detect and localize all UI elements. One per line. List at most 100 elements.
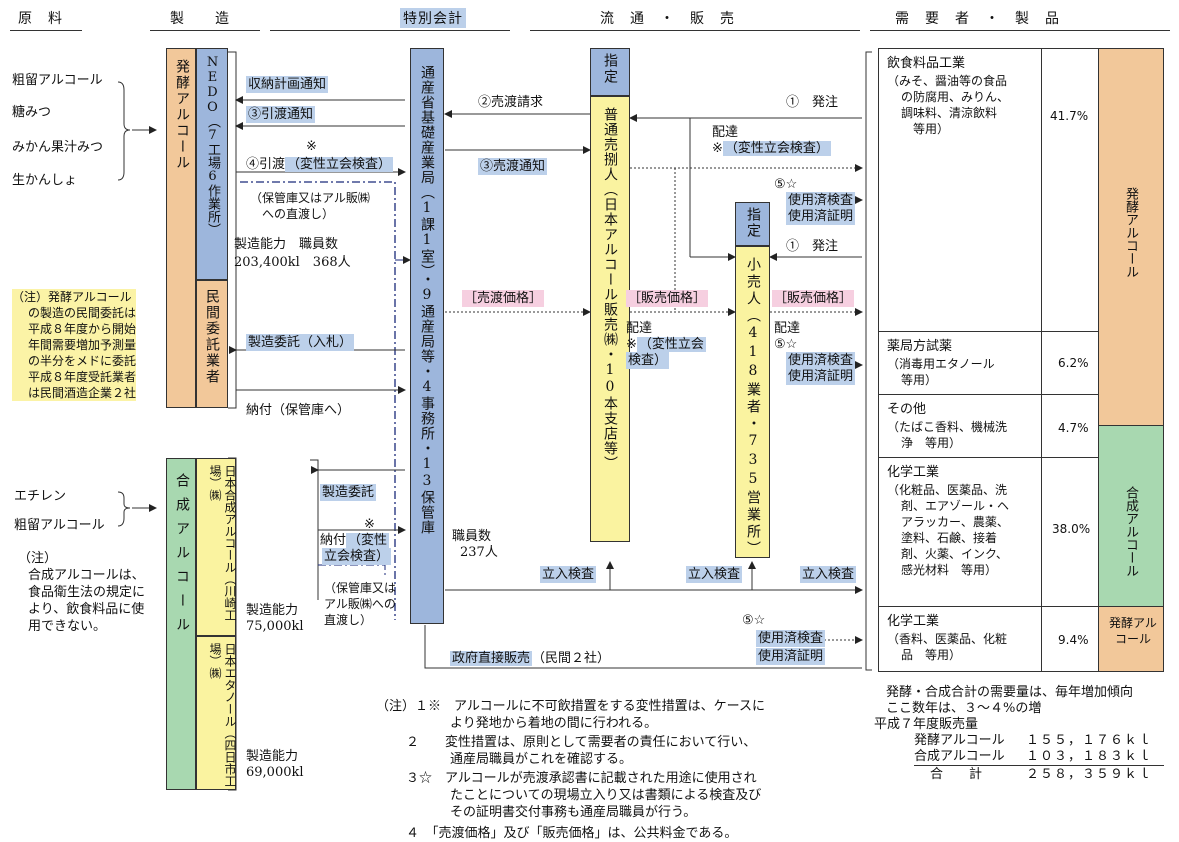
nedo-capacity-value: 203,400kl 368人 [234,255,351,270]
ferment-box: 発酵アルコール [166,48,196,408]
used-cert-b: 使用済証明 [786,368,856,385]
inspect-label-1: 立入検査 [540,566,597,583]
demand-pct-chem2: 9.4% [1041,606,1099,672]
header-rule [530,30,860,31]
use5-a: ⑤☆ [774,177,798,192]
side-label-ferment-2: 発酵アルコール [1098,606,1164,672]
direct-label-5: 直渡し） [324,613,373,627]
minkan-box: 民間委託業者 [196,280,228,408]
raw-item: みかん果汁みつ [12,140,104,155]
summary-row-value: １５５，１７６ｋｌ [1026,733,1153,748]
nedo-box: NEDO（7工場6作業所） [196,48,228,280]
order-label-1: ① 発注 [786,95,839,110]
summary-row-label: 発酵アルコール [914,733,1005,748]
demand-pct-chem: 38.0% [1041,457,1099,607]
receipt-notice-label: 収納計画通知 [246,76,329,93]
direct-label-1: （保管庫又はアル販㈱ [250,191,370,205]
header-rule [870,30,1170,31]
inspect-label-2: 立入検査 [686,566,743,583]
retail-box: 小売人（418業者・735営業所） [735,246,770,558]
sell-request-label: ②売渡請求 [478,95,544,110]
handover-notice-label: ③引渡通知 [246,106,316,123]
yokkaichi-capacity-value: 69,000kl [246,765,304,780]
nedo-capacity-label: 製造能力 職員数 [234,237,339,252]
left-note: （注）発酵アルコール の製造の民間委託は 平成８年度から開始 年間需要増加予測量… [12,289,137,401]
side-label-ferment: 発酵アルコール [1098,48,1164,426]
used-cert-c: 使用済証明 [756,648,826,665]
inspect-label-3: 立入検査 [800,566,857,583]
summary-row-label: 合 計 [930,767,983,782]
wholesale-box: 普通売捌人（日本アルコール販売㈱・10本支店等） [590,96,630,542]
used-inspect-b: 使用済検査 [786,352,856,369]
yokkaichi-capacity-label: 製造能力 [246,749,299,764]
demand-row-pharma: 薬局方試薬 （消毒用エタノール 等用） [878,331,1042,395]
synth-box: 合成アルコール [166,458,196,790]
sale-price-label-1: ［販売価格］ [626,290,709,307]
side-label-synth: 合成アルコール [1098,425,1164,607]
header-special: 特別会計 [400,8,466,28]
sale-price-label-2: ［販売価格］ [772,290,855,307]
delivery-label-2: 配達 [626,321,653,336]
use5-c: ⑤☆ [742,613,766,628]
kawasaki-box: 日本合成アルコール（川崎工場）㈱ [196,458,237,636]
yokkaichi-box: 日本エタノール（四日市工場）㈱ [196,636,237,790]
denature-c-label: ※（変性立会 [626,337,706,352]
denature-c-label-2: 検査） [626,352,670,369]
kawasaki-capacity-value: 75,000kl [246,619,304,634]
direct-label-3: （保管庫又は [324,581,397,595]
synth-note: （注） 合成アルコールは、 食品衛生法の規定に より、飲食料品に使 用できない。 [18,551,146,634]
denature-b-label: ※（変性立会検査） [712,141,831,156]
summary-line-3: 平成７年度販売量 [874,717,979,732]
summary-line-2: ここ数年は、３～４%の増 [886,701,1042,716]
summary-line-1: 発酵・合成合計の需要量は、毎年増加傾向 [886,685,1134,700]
summary-row-value: ２５８，３５９ｋｌ [1026,767,1153,782]
header-rule [10,30,82,31]
used-inspect-c: 使用済検査 [756,630,826,647]
demand-pct-other: 4.7% [1041,394,1099,458]
summary-rule [914,765,1164,766]
miti-staff-label: 職員数 [452,529,492,544]
miti-box: 通産省基礎産業局（1課1室）・9通産局等・4事務所・13保管庫 [410,48,444,624]
delivery-label-1: 配達 [712,125,739,140]
miti-staff-value: 237人 [460,545,498,560]
kawasaki-capacity-label: 製造能力 [246,603,299,618]
summary-row-label: 合成アルコール [914,749,1005,764]
designated-wholesale-box: 指定 [590,48,630,96]
use5-b: ⑤☆ [774,337,798,352]
header-dist: 流 通 ・ 販 売 [600,11,735,27]
raw-item: 粗留アルコール [12,73,103,88]
used-inspect-a: 使用済検査 [786,192,856,209]
header-demand: 需 要 者 ・ 製 品 [895,11,1060,27]
header-mfg: 製 造 [170,11,230,27]
deliver-store-label: 納付（保管庫へ） [246,403,351,418]
raw-item: 粗留アルコール [14,518,105,533]
direct-label-2: への直渡し） [262,207,335,221]
demand-pct-pharma: 6.2% [1041,331,1099,395]
demand-row-chem2: 化学工業 （香料、医薬品、化粧 品 等用） [878,606,1042,672]
header-rule [150,30,260,31]
demand-pct-food: 41.7% [1041,48,1099,332]
mark-d: ※ [364,517,375,532]
used-cert-a: 使用済証明 [786,208,856,225]
handover-label: ④引渡（変性立会検査） [246,157,394,172]
raw-item: エチレン [14,489,67,504]
demand-row-food: 飲食料品工業 （みそ、醤油等の食品 の防腐用、みりん、 調味料、清涼飲料 等用） [878,48,1042,332]
direct-label-4: アル販㈱への [324,597,396,611]
mfg-contract-label: 製造委託（入札） [246,334,355,351]
bottom-notes: （注）１※ アルコールに不可飲措置をする変性措置は、ケースに より発地から着地の… [376,699,765,841]
demand-row-other: その他 （たばこ香料、機械洗 浄 等用） [878,394,1042,458]
gov-direct-label: 政府直接販売（民間２社） [450,651,611,666]
denature-d-label-2: 立会検査） [322,548,392,565]
header-rule [270,30,510,31]
demand-row-chem: 化学工業 （化粧品、医薬品、洗 剤、エアゾール・ヘ アラッカー、農薬、 塗料、石… [878,457,1042,607]
order-label-2: ① 発注 [786,239,839,254]
designated-retail-box: 指定 [735,202,770,246]
mark-a: ※ [306,139,317,154]
sell-price-label: ［売渡価格］ [462,290,545,307]
deliver-2-label: 納付（変性 [320,533,390,548]
sell-notice-label: ③売渡通知 [478,158,548,175]
mfg-contract-2-label: 製造委託 [320,484,377,501]
header-raw: 原 料 [18,11,63,27]
delivery-label-3: 配達 [774,321,801,336]
raw-item: 生かんしょ [12,173,78,188]
